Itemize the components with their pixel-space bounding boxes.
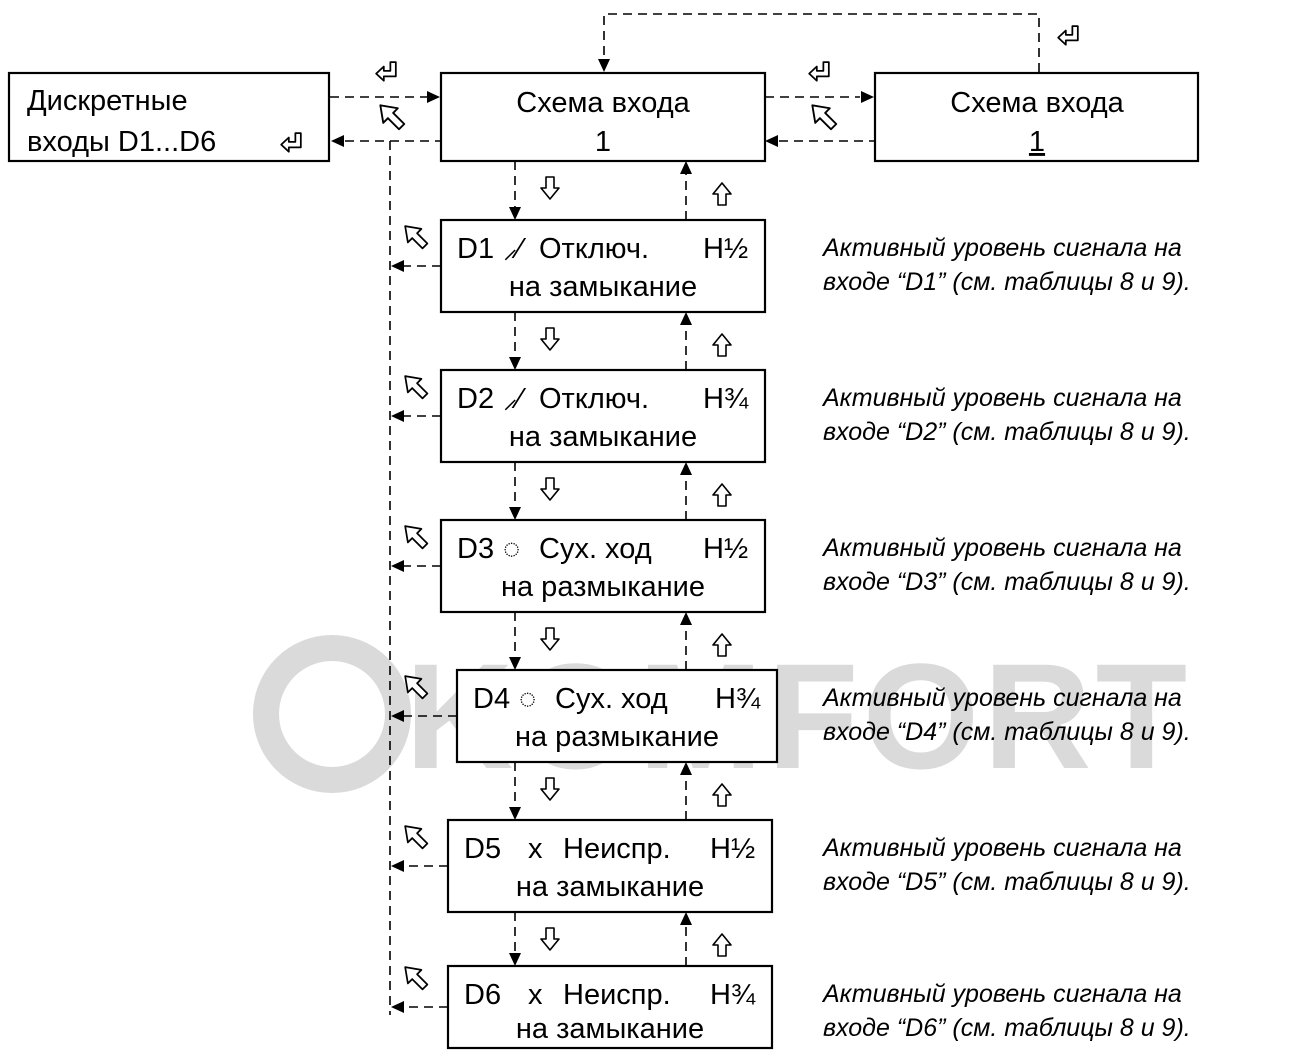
input-mode: Неиспр. (563, 833, 671, 865)
input-active-level: H¾ (703, 383, 749, 415)
escape-arrow-icon (404, 966, 429, 991)
scheme-edit-box[interactable] (873, 71, 1200, 163)
input-d5-box[interactable] (446, 818, 774, 914)
input-active-level: H½ (703, 533, 748, 565)
nav-down-arrowhead (509, 207, 521, 220)
down-arrow-icon (540, 927, 560, 951)
nav-down-arrowhead (509, 657, 521, 670)
dry-run-circle-icon: ◌ (503, 533, 520, 565)
input-id: D1 (457, 233, 494, 265)
input-mode: Сух. ход (539, 533, 652, 565)
note-line2: входе “D5” (см. таблицы 8 и 9). (823, 868, 1191, 896)
note-line1: Активный уровень сигнала на (821, 834, 1182, 862)
escape-arrowhead (391, 1001, 404, 1013)
nav-up-arrowhead (680, 912, 692, 925)
scheme-edit-line1: Схема входа (950, 87, 1124, 119)
escape-arrowhead (391, 860, 404, 872)
fault-x-icon: x (528, 979, 543, 1011)
up-arrow-icon (712, 483, 732, 507)
scheme-view-value: 1 (595, 126, 611, 158)
note-line2: входе “D4” (см. таблицы 8 и 9). (823, 718, 1191, 746)
nav-down-arrowhead (509, 507, 521, 520)
root-menu-title-line2: входы D1...D6 (27, 126, 216, 158)
up-arrow-icon (712, 182, 732, 206)
disable-switch-icon: ⸝⁄ (503, 383, 527, 415)
note-line2: входе “D6” (см. таблицы 8 и 9). (823, 1014, 1191, 1042)
escape-arrowhead (391, 260, 404, 272)
up-arrow-icon (712, 933, 732, 957)
note-line1: Активный уровень сигнала на (821, 980, 1182, 1008)
input-d1-box[interactable] (439, 218, 767, 314)
enter-key-icon (375, 61, 397, 82)
note-line1: Активный уровень сигнала на (821, 684, 1182, 712)
connection-lines (330, 13, 1040, 1015)
down-arrow-icon (540, 176, 560, 200)
escape-arrow-icon (404, 825, 429, 850)
nav-up-arrowhead (680, 762, 692, 775)
input-contact-type: на замыкание (509, 271, 697, 303)
input-d4-box[interactable] (455, 668, 779, 764)
nav-up-arrowhead (680, 612, 692, 625)
scheme-view-box[interactable] (439, 71, 767, 163)
input-active-level: H¾ (710, 979, 756, 1011)
escape-arrow-icon (379, 104, 406, 131)
nav-down-arrowhead (509, 953, 521, 966)
note-line2: входе “D1” (см. таблицы 8 и 9). (823, 268, 1191, 296)
input-d2-box[interactable] (439, 368, 767, 464)
down-arrow-icon (540, 477, 560, 501)
nav-down-arrowhead (509, 807, 521, 820)
enter-key-icon (808, 61, 830, 82)
root-menu-title-line1: Дискретные (27, 85, 188, 117)
escape-arrowhead (391, 710, 404, 722)
input-id: D4 (473, 683, 510, 715)
fault-x-icon: x (528, 833, 543, 865)
input-contact-type: на размыкание (501, 571, 705, 603)
nav-down-arrowhead (509, 357, 521, 370)
nav-up-arrowhead (680, 161, 692, 174)
escape-arrow-icon (404, 375, 429, 400)
input-id: D2 (457, 383, 494, 415)
up-arrow-icon (712, 333, 732, 357)
input-active-level: H½ (710, 833, 755, 865)
enter-key-icon (1057, 25, 1079, 46)
escape-arrow-icon (404, 225, 429, 250)
escape-arrowhead (391, 560, 404, 572)
dry-run-circle-icon: ◌ (519, 683, 536, 715)
input-id: D3 (457, 533, 494, 565)
note-line2: входе “D3” (см. таблицы 8 и 9). (823, 568, 1191, 596)
watermark-ring-icon (253, 635, 411, 793)
note-line2: входе “D2” (см. таблицы 8 и 9). (823, 418, 1191, 446)
scheme-edit-value: 1 (1029, 126, 1045, 158)
input-id: D6 (464, 979, 501, 1011)
input-mode: Отключ. (539, 233, 649, 265)
input-contact-type: на замыкание (509, 421, 697, 453)
root-menu-box[interactable] (7, 71, 331, 163)
note-line1: Активный уровень сигнала на (821, 534, 1182, 562)
down-arrow-icon (540, 327, 560, 351)
input-mode: Сух. ход (555, 683, 668, 715)
escape-arrow-icon (811, 104, 838, 131)
escape-arrow-icon (404, 525, 429, 550)
input-contact-type: на замыкание (516, 1013, 704, 1045)
disable-switch-icon: ⸝⁄ (503, 233, 527, 265)
nav-up-arrowhead (680, 462, 692, 475)
input-mode: Неиспр. (563, 979, 671, 1011)
input-id: D5 (464, 833, 501, 865)
input-mode: Отключ. (539, 383, 649, 415)
escape-arrowhead (391, 410, 404, 422)
note-line1: Активный уровень сигнала на (821, 234, 1182, 262)
input-contact-type: на замыкание (516, 871, 704, 903)
note-line1: Активный уровень сигнала на (821, 384, 1182, 412)
nav-up-arrowhead (680, 312, 692, 325)
scheme-view-line1: Схема входа (516, 87, 690, 119)
input-d3-box[interactable] (439, 518, 767, 614)
input-active-level: H¾ (715, 683, 761, 715)
input-contact-type: на размыкание (515, 721, 719, 753)
input-active-level: H½ (703, 233, 748, 265)
